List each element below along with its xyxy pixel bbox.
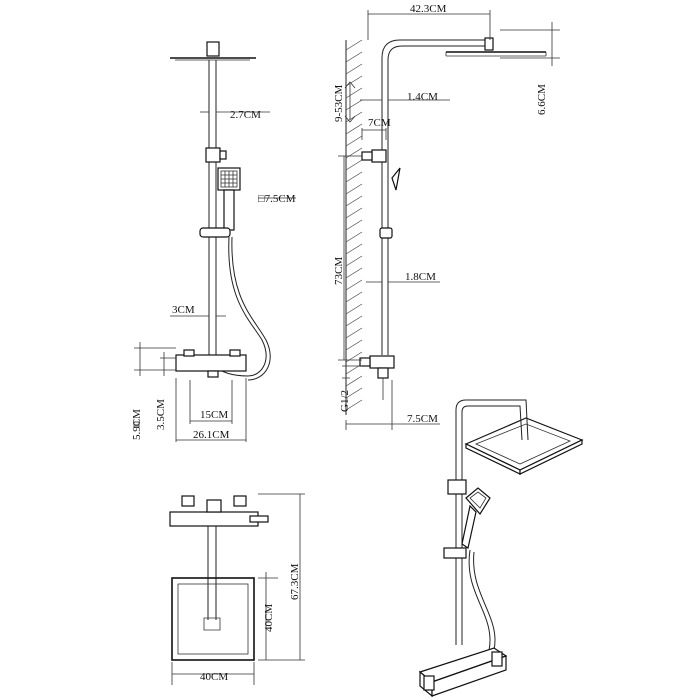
- iso-slide-holder: [443, 547, 467, 559]
- front-hose: [213, 236, 267, 377]
- front-head-connector: [206, 41, 220, 57]
- label-adjust-range: 9-53CM: [333, 85, 345, 123]
- side-view: 42.3CM 6.6CM 9-53CM 1.4CM 7CM 73CM 1.8CM…: [333, 3, 560, 430]
- iso-diverter: [447, 479, 467, 495]
- side-valve: [369, 355, 395, 369]
- front-diverter: [205, 147, 221, 163]
- top-valve: [169, 511, 259, 527]
- iso-hose: [461, 549, 491, 667]
- iso-riser: [455, 418, 463, 645]
- label-valve-h2: 3.5CM: [155, 399, 167, 430]
- label-arm-dia: 2.7CM: [230, 109, 261, 121]
- iso-hand-shower: [465, 487, 491, 516]
- label-head-depth: 40CM: [263, 604, 275, 632]
- label-head-thickness: 6.6CM: [536, 84, 548, 115]
- label-valve-h1: 5.9CM: [131, 409, 143, 440]
- front-view: 2.7CM □7.5CM 3CM 5.9CM 3.5CM 15CM 26.1CM: [131, 41, 296, 442]
- top-arm: [207, 526, 217, 620]
- label-bracket: 7CM: [368, 117, 391, 129]
- label-total-depth: 67.3CM: [289, 563, 301, 600]
- iso-arm: [455, 399, 529, 441]
- label-valve-width: 26.1CM: [193, 429, 230, 441]
- front-slide-holder: [199, 227, 231, 238]
- label-height: 73CM: [333, 257, 345, 285]
- side-riser-arm: [381, 39, 490, 355]
- label-wall-gap-top: 1.4CM: [407, 91, 438, 103]
- wall-hatching: [345, 39, 363, 411]
- label-head-width: 40CM: [200, 671, 228, 683]
- front-thermostatic-valve: [175, 354, 247, 372]
- label-centers: 15CM: [200, 409, 228, 421]
- top-view: 67.3CM 40CM 40CM: [169, 493, 305, 685]
- side-hand-shower: [391, 167, 401, 191]
- isometric-view: [418, 399, 584, 698]
- label-pipe-dia: 3CM: [172, 304, 195, 316]
- label-rail-gap: 1.8CM: [405, 271, 436, 283]
- side-bracket: [371, 149, 387, 163]
- label-hand-shower: □7.5CM: [258, 193, 296, 205]
- label-arm-reach: 42.3CM: [410, 3, 447, 15]
- top-head-inner: [177, 583, 249, 655]
- label-inlet: G1/2: [339, 390, 351, 412]
- top-handle-left: [181, 495, 195, 507]
- front-hand-shower-handle: [223, 189, 235, 231]
- top-head-outer: [171, 577, 255, 661]
- label-valve-depth: 7.5CM: [407, 413, 438, 425]
- top-handle-right: [233, 495, 247, 507]
